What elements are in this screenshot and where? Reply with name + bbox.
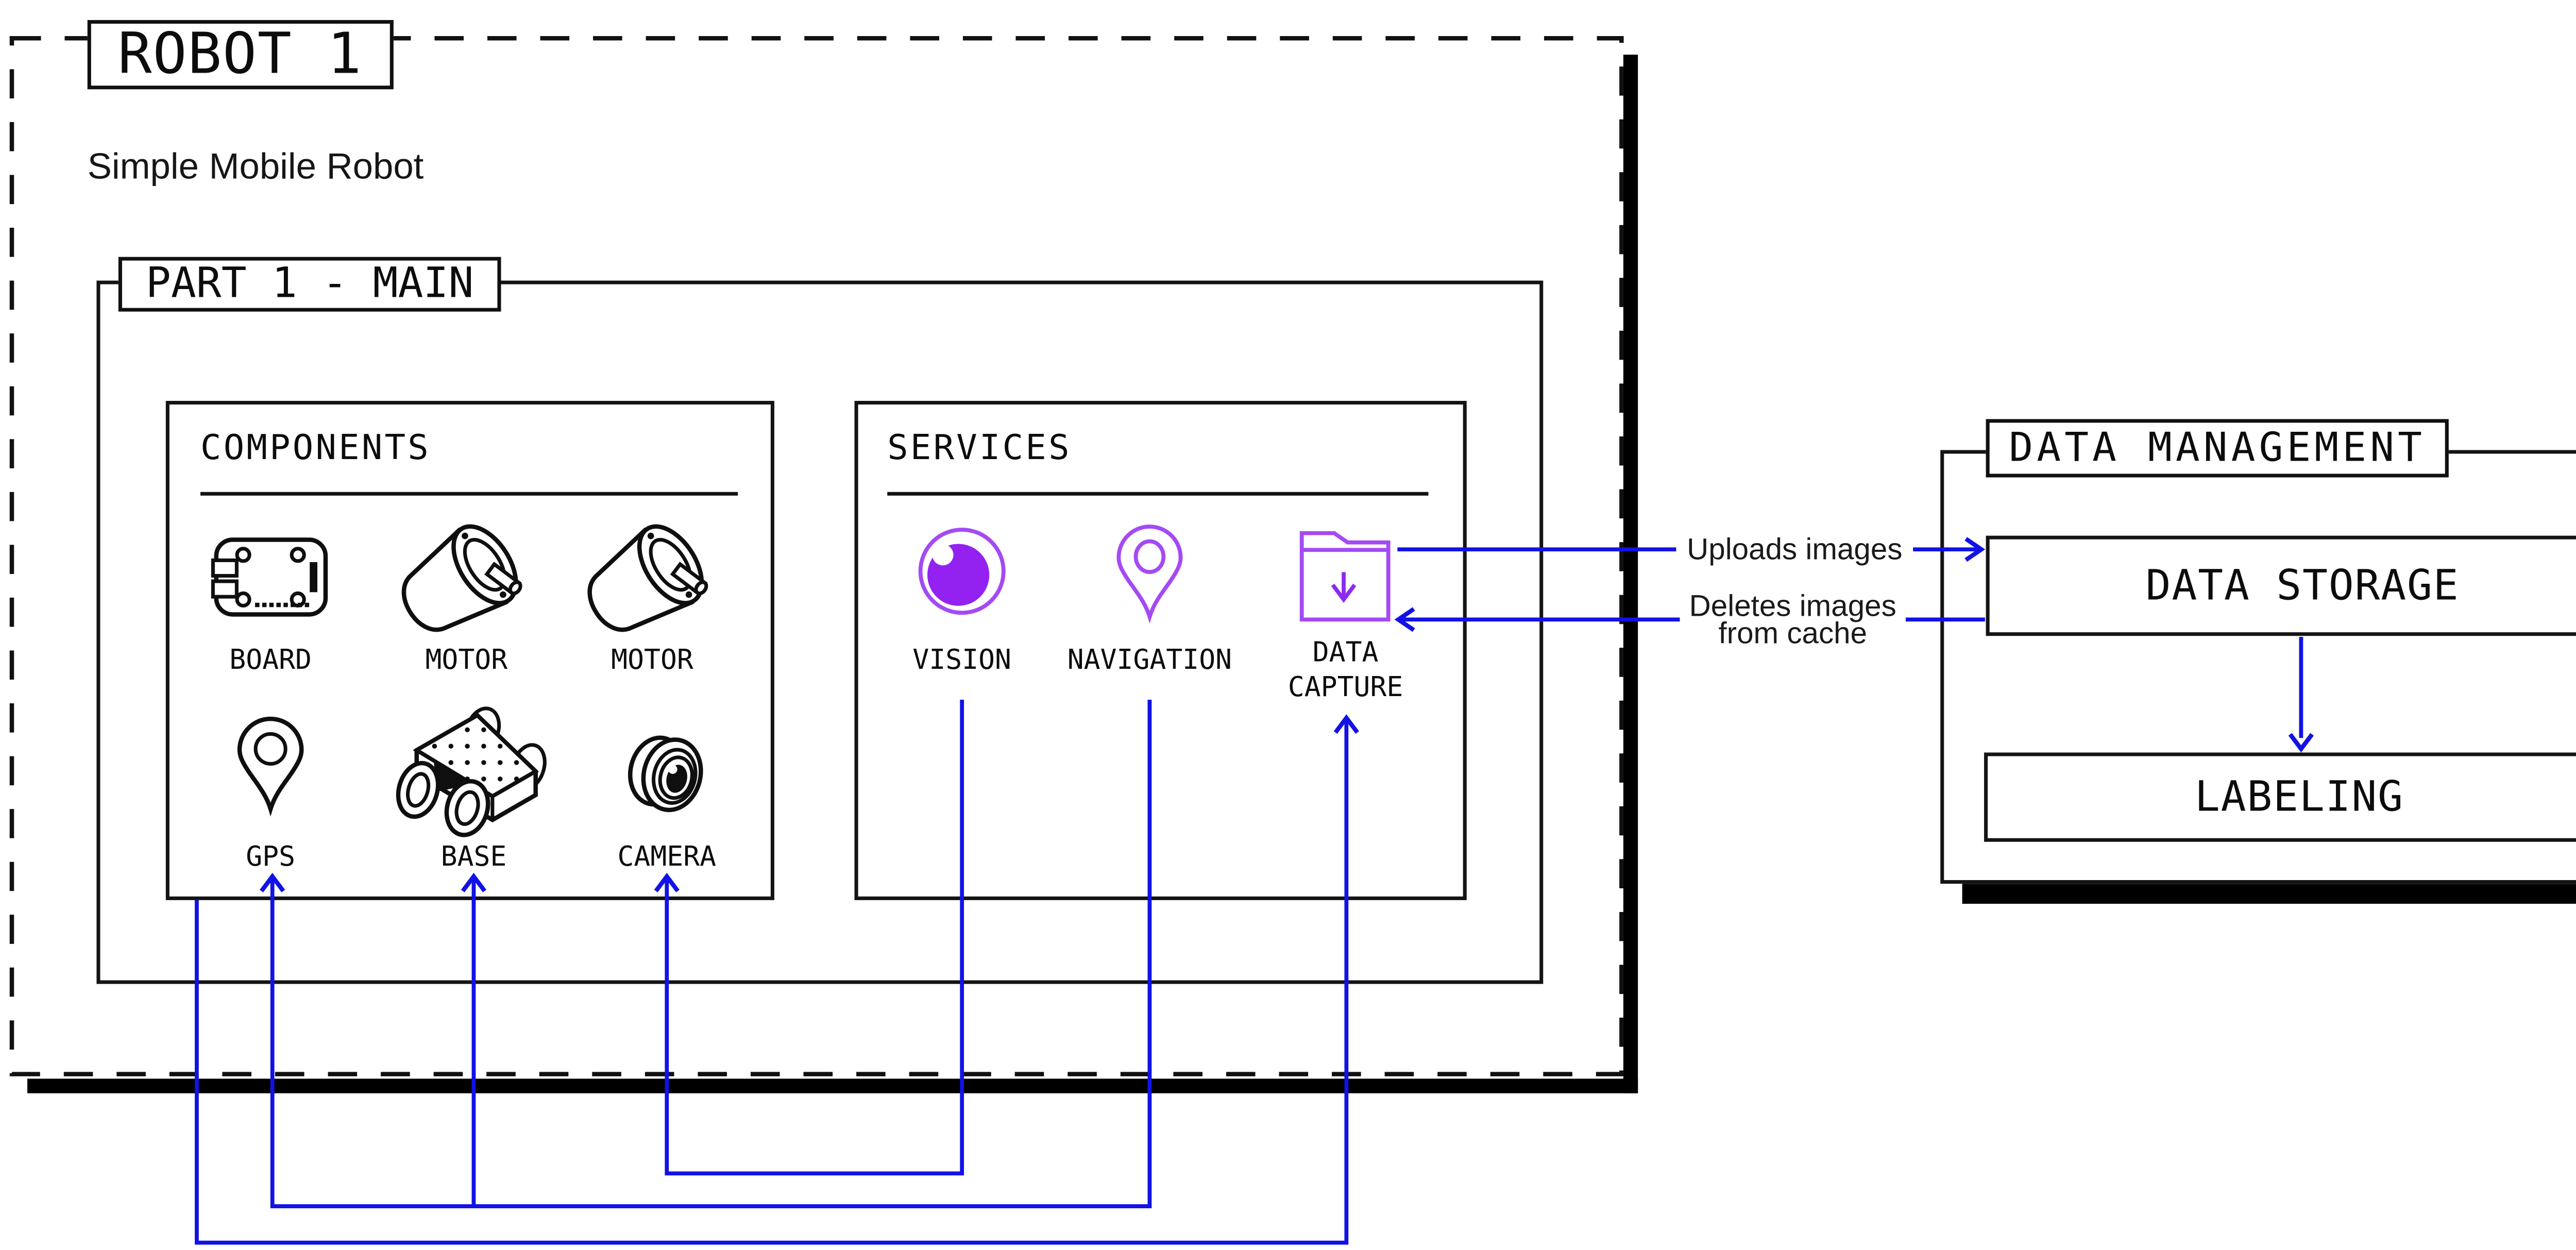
gps-label: GPS: [246, 840, 296, 873]
uploads-label: Uploads images: [1676, 533, 1913, 566]
services-underline: [887, 492, 1429, 496]
data-management-title-box: DATA MANAGEMENT: [1986, 419, 2449, 478]
part1-title: PART 1 - MAIN: [145, 260, 474, 308]
camera-label: CAMERA: [617, 840, 717, 873]
labeling-box: LABELING: [1984, 752, 2576, 842]
motor-label-1: MOTOR: [425, 643, 508, 676]
data-capture-label: DATA CAPTURE: [1287, 635, 1403, 703]
data-storage-label: DATA STORAGE: [2145, 562, 2460, 610]
part1-title-box: PART 1 - MAIN: [118, 257, 501, 312]
robot-title-box: ROBOT 1: [86, 20, 394, 90]
robot-subtitle: Simple Mobile Robot: [87, 147, 424, 188]
components-title: COMPONENTS: [200, 428, 431, 468]
deletes-label: Deletes images from cache: [1680, 591, 1906, 650]
robot-title: ROBOT 1: [117, 22, 363, 88]
base-label: BASE: [440, 840, 507, 873]
labeling-label: LABELING: [2194, 773, 2404, 821]
data-management-shadow-bottom: [1962, 884, 2576, 903]
board-label: BOARD: [229, 643, 312, 676]
data-management-title: DATA MANAGEMENT: [2009, 425, 2426, 471]
navigation-label: NAVIGATION: [1067, 643, 1232, 676]
components-underline: [200, 492, 738, 496]
vision-label: VISION: [912, 643, 1012, 676]
robot-frame-shadow-right: [1622, 55, 1638, 1093]
motor-label-2: MOTOR: [611, 643, 693, 676]
services-title: SERVICES: [887, 428, 1072, 468]
data-storage-box: DATA STORAGE: [1985, 535, 2576, 636]
